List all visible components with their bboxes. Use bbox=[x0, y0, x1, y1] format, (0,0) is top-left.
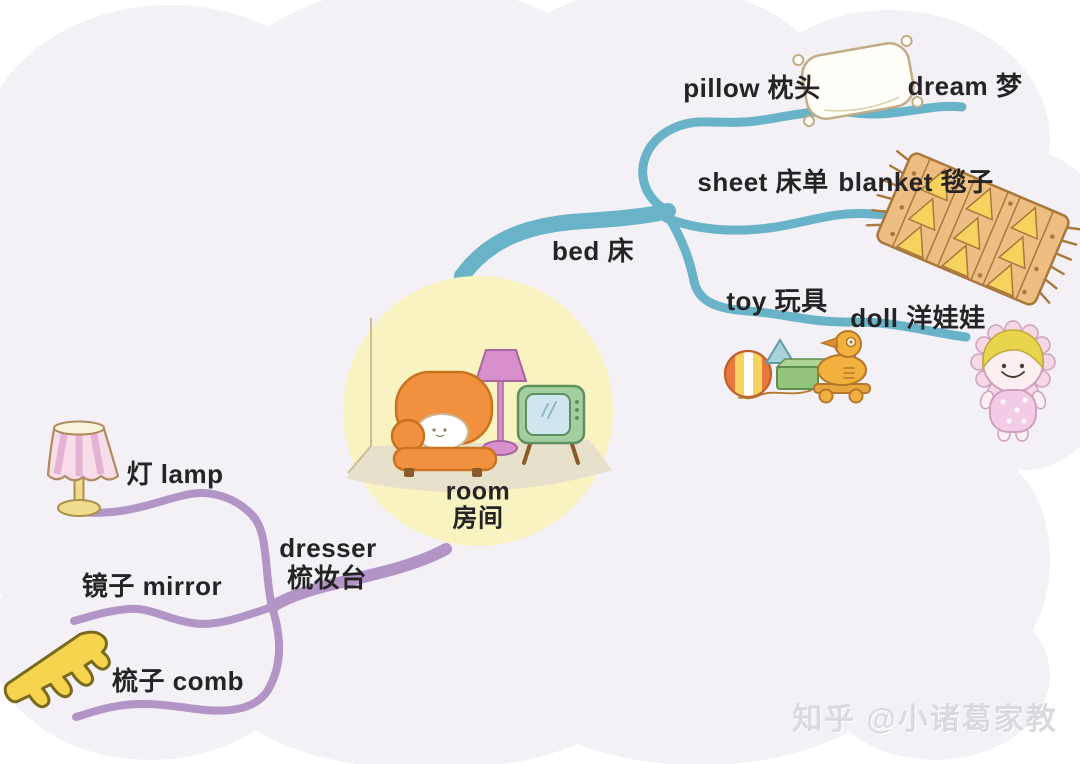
duck-toy-icon bbox=[737, 330, 871, 404]
pillow-line bbox=[638, 101, 967, 217]
armchair-icon bbox=[390, 370, 498, 477]
comb-icon bbox=[3, 630, 111, 709]
ball-icon bbox=[723, 349, 773, 399]
tv-icon bbox=[516, 384, 586, 465]
node-label-dresser-en: dresser bbox=[279, 533, 377, 563]
bed-main-line bbox=[454, 203, 676, 284]
blanket-icon bbox=[865, 150, 1080, 306]
comb-line bbox=[72, 603, 284, 721]
doll-icon bbox=[970, 320, 1056, 442]
wall-corner bbox=[347, 318, 372, 474]
center-label-zh: 房间 bbox=[452, 504, 504, 533]
lamp-line bbox=[72, 489, 276, 611]
node-label-dream: dream 梦 bbox=[907, 71, 1023, 101]
node-label-toy: toy 玩具 bbox=[726, 286, 828, 316]
room-illustration bbox=[346, 318, 612, 492]
dresser-branch-lines bbox=[70, 489, 452, 721]
blocks-icon bbox=[764, 338, 828, 390]
node-label-blanket: blanket 毯子 bbox=[838, 167, 994, 197]
node-label-lamp: 灯 lamp bbox=[126, 459, 224, 489]
pillow-icon bbox=[792, 34, 924, 128]
mirror-line bbox=[70, 603, 276, 628]
node-label-doll: doll 洋娃娃 bbox=[850, 303, 986, 333]
node-label-comb: 梳子 comb bbox=[111, 666, 245, 696]
toys-illustration bbox=[723, 330, 871, 404]
node-label-dresser-zh: 梳妆台 bbox=[287, 563, 367, 593]
node-label-pillow: pillow 枕头 bbox=[683, 73, 821, 103]
watermark: 知乎 @小诸葛家教 bbox=[792, 703, 1058, 736]
center-label-en: room bbox=[445, 477, 511, 506]
dresser-main-line bbox=[266, 543, 452, 613]
table-lamp-icon bbox=[46, 420, 120, 517]
node-label-sheet: sheet 床单 bbox=[697, 167, 829, 197]
toy-line bbox=[663, 211, 971, 342]
node-label-mirror: 镜子 mirror bbox=[81, 571, 223, 601]
node-label-bed: bed 床 bbox=[552, 236, 634, 266]
